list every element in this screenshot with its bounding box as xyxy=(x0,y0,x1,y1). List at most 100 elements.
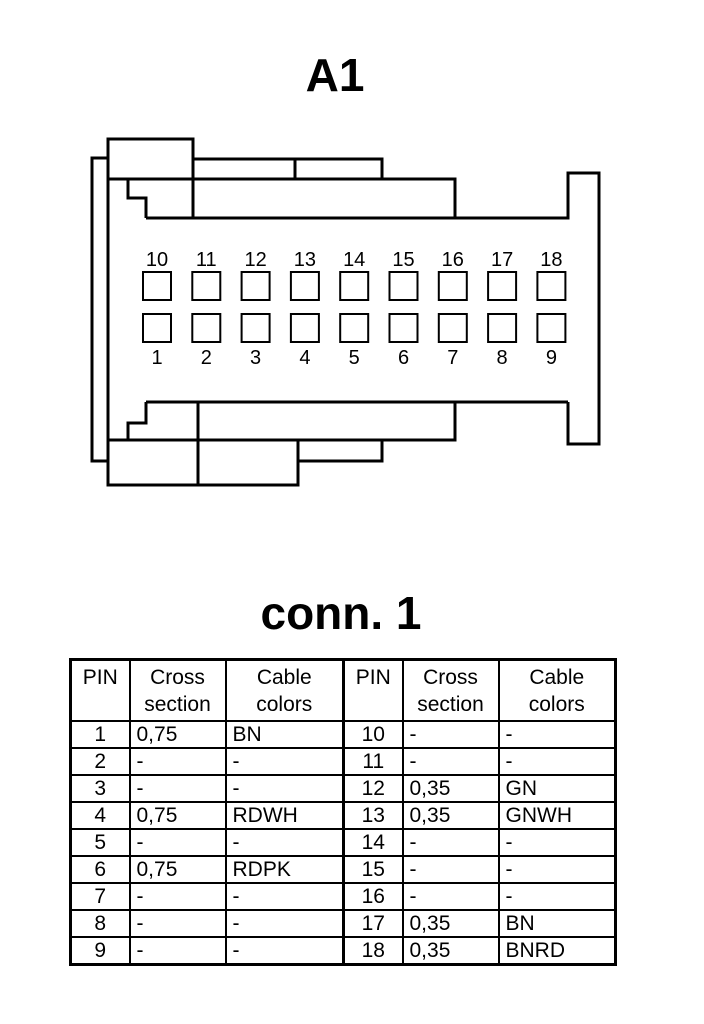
pin-number-label: 16 xyxy=(442,249,464,271)
pin-cell: 15 xyxy=(342,855,404,884)
cross-section-cell: 0,75 xyxy=(128,801,227,830)
header-cross-section-text: Cross section xyxy=(144,666,211,716)
pin-table: PIN Cross section Cable colors PIN Cross… xyxy=(69,658,617,966)
cross-section-cell: - xyxy=(401,720,500,749)
table-header-row: PIN Cross section Cable colors PIN Cross… xyxy=(69,658,617,722)
header-cable-colors-left: Cable colors xyxy=(224,658,345,722)
table-row: 7--16-- xyxy=(69,882,617,911)
pin-number-label: 1 xyxy=(151,347,162,369)
pin-socket-3 xyxy=(240,313,271,343)
cross-section-cell: - xyxy=(401,855,500,884)
pin-number-label: 13 xyxy=(294,249,316,271)
cable-color-cell: RDPK xyxy=(224,855,345,884)
pin-cell: 2 xyxy=(69,747,131,776)
pin-number-label: 15 xyxy=(392,249,414,271)
pin-number-label: 14 xyxy=(343,249,365,271)
pin-cell: 11 xyxy=(342,747,404,776)
header-cross-section-right: Cross section xyxy=(401,658,500,722)
header-cross-section-left: Cross section xyxy=(128,658,227,722)
cable-color-cell: - xyxy=(224,774,345,803)
cable-color-cell: - xyxy=(497,882,617,911)
pin-socket-7 xyxy=(437,313,468,343)
pin-cell: 17 xyxy=(342,909,404,938)
cable-color-cell: BNRD xyxy=(497,936,617,966)
cable-color-cell: - xyxy=(497,720,617,749)
connector-outer-left-wall xyxy=(90,156,108,463)
cross-section-cell: - xyxy=(128,774,227,803)
connector-bottom-latch-left xyxy=(106,438,200,487)
pin-socket-14 xyxy=(339,271,370,301)
pin-number-label: 10 xyxy=(146,249,168,271)
pin-cell: 13 xyxy=(342,801,404,830)
cross-section-cell: 0,35 xyxy=(401,936,500,966)
cable-color-cell: - xyxy=(224,828,345,857)
pin-socket-10 xyxy=(142,271,172,301)
pin-number-label: 7 xyxy=(447,347,458,369)
header-pin-left: PIN xyxy=(69,658,131,722)
cross-section-cell: - xyxy=(128,909,227,938)
cable-color-cell: - xyxy=(497,828,617,857)
pin-number-label: 2 xyxy=(201,347,212,369)
cross-section-cell: - xyxy=(128,828,227,857)
pin-socket-15 xyxy=(388,271,419,301)
pin-socket-2 xyxy=(191,313,222,343)
pin-cell: 18 xyxy=(342,936,404,966)
pin-socket-12 xyxy=(240,271,271,301)
cross-section-cell: - xyxy=(401,828,500,857)
cross-section-cell: - xyxy=(128,882,227,911)
cable-color-cell: - xyxy=(497,855,617,884)
cross-section-cell: - xyxy=(401,747,500,776)
pin-number-label: 4 xyxy=(299,347,310,369)
cross-section-cell: - xyxy=(401,882,500,911)
cross-section-cell: 0,75 xyxy=(128,855,227,884)
pin-socket-6 xyxy=(388,313,419,343)
cable-color-cell: BN xyxy=(497,909,617,938)
pin-cell: 6 xyxy=(69,855,131,884)
pin-number-label: 6 xyxy=(398,347,409,369)
pin-socket-9 xyxy=(536,313,567,343)
pin-socket-8 xyxy=(487,313,518,343)
cross-section-cell: - xyxy=(128,747,227,776)
connector-title: A1 xyxy=(305,49,365,101)
pin-socket-4 xyxy=(289,313,320,343)
table-row: 5--14-- xyxy=(69,828,617,857)
table-title: conn. 1 xyxy=(260,587,422,639)
pin-cell: 7 xyxy=(69,882,131,911)
cross-section-cell: 0,35 xyxy=(401,774,500,803)
cable-color-cell: - xyxy=(224,882,345,911)
pin-cell: 5 xyxy=(69,828,131,857)
pin-socket-1 xyxy=(142,313,172,343)
cable-color-cell: - xyxy=(497,747,617,776)
cable-color-cell: - xyxy=(224,936,345,966)
pin-cell: 10 xyxy=(342,720,404,749)
pin-socket-16 xyxy=(437,271,468,301)
table-row: 2--11-- xyxy=(69,747,617,776)
header-pin-right: PIN xyxy=(342,658,404,722)
pin-number-label: 11 xyxy=(196,249,217,271)
pin-cell: 9 xyxy=(69,936,131,966)
pin-cell: 14 xyxy=(342,828,404,857)
cross-section-cell: 0,75 xyxy=(128,720,227,749)
pin-number-label: 12 xyxy=(244,249,266,271)
cable-color-cell: RDWH xyxy=(224,801,345,830)
pin-number-label: 17 xyxy=(491,249,513,271)
header-cable-colors-text: Cable colors xyxy=(528,666,585,716)
pin-socket-13 xyxy=(289,271,320,301)
pin-cell: 3 xyxy=(69,774,131,803)
pin-number-label: 3 xyxy=(250,347,261,369)
pin-socket-17 xyxy=(487,271,518,301)
cable-color-cell: GN xyxy=(497,774,617,803)
cross-section-cell: - xyxy=(128,936,227,966)
pin-cell: 12 xyxy=(342,774,404,803)
pin-number-label: 9 xyxy=(546,347,557,369)
pin-number-label: 18 xyxy=(540,249,562,271)
